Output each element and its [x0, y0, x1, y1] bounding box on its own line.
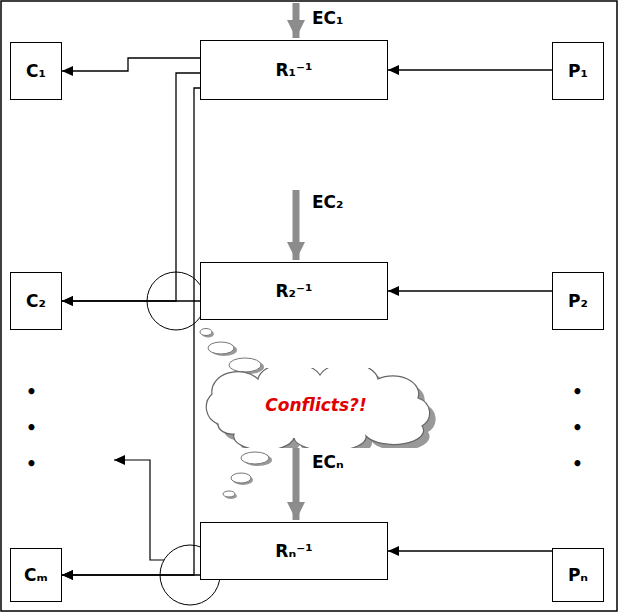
- ellipsis-dot: •: [26, 418, 37, 438]
- ellipsis-dot: •: [26, 382, 37, 402]
- inverse-box: R₂⁻¹: [200, 262, 388, 320]
- box-label: C₁: [26, 61, 46, 81]
- signal-arrow: [62, 58, 200, 71]
- control-label: EC₂: [312, 192, 344, 212]
- signal-arrow: [62, 300, 200, 301]
- signal-arrow: [388, 550, 552, 551]
- box-label: Pₙ: [568, 565, 588, 585]
- producer-box: Pₙ: [552, 548, 604, 602]
- inverse-box: Rₙ⁻¹: [200, 522, 388, 580]
- ellipsis-dot: •: [572, 382, 583, 402]
- control-label: EC₁: [312, 8, 344, 28]
- box-label: R₂⁻¹: [276, 281, 313, 301]
- signal-arrow: [62, 88, 200, 575]
- leader-line: [114, 460, 164, 560]
- box-label: P₁: [568, 61, 588, 81]
- control-label: ECₙ: [312, 452, 344, 472]
- box-label: P₂: [568, 291, 588, 311]
- box-label: Rₙ⁻¹: [275, 541, 312, 561]
- ec-arrow: [293, 190, 300, 260]
- box-label: C₂: [26, 291, 46, 311]
- producer-box: P₁: [552, 42, 604, 100]
- ellipsis-dot: •: [572, 454, 583, 474]
- ec-arrow: [293, 3, 300, 38]
- signal-arrow: [62, 73, 200, 301]
- consumer-box: C₁: [10, 42, 62, 100]
- producer-box: P₂: [552, 272, 604, 330]
- box-label: R₁⁻¹: [276, 60, 313, 80]
- ellipsis-dot: •: [26, 454, 37, 474]
- conflict-cloud: Conflicts?!: [188, 368, 444, 448]
- consumer-box: C₂: [10, 272, 62, 330]
- box-label: Cₘ: [24, 565, 48, 585]
- signal-arrow: [388, 290, 552, 291]
- signal-arrow: [388, 69, 552, 70]
- ec-arrow: [293, 448, 300, 520]
- consumer-box: Cₘ: [10, 548, 62, 602]
- conflict-text: Conflicts?!: [265, 395, 366, 415]
- inverse-box: R₁⁻¹: [200, 40, 388, 100]
- signal-arrow: [62, 574, 200, 575]
- ellipsis-dot: •: [572, 418, 583, 438]
